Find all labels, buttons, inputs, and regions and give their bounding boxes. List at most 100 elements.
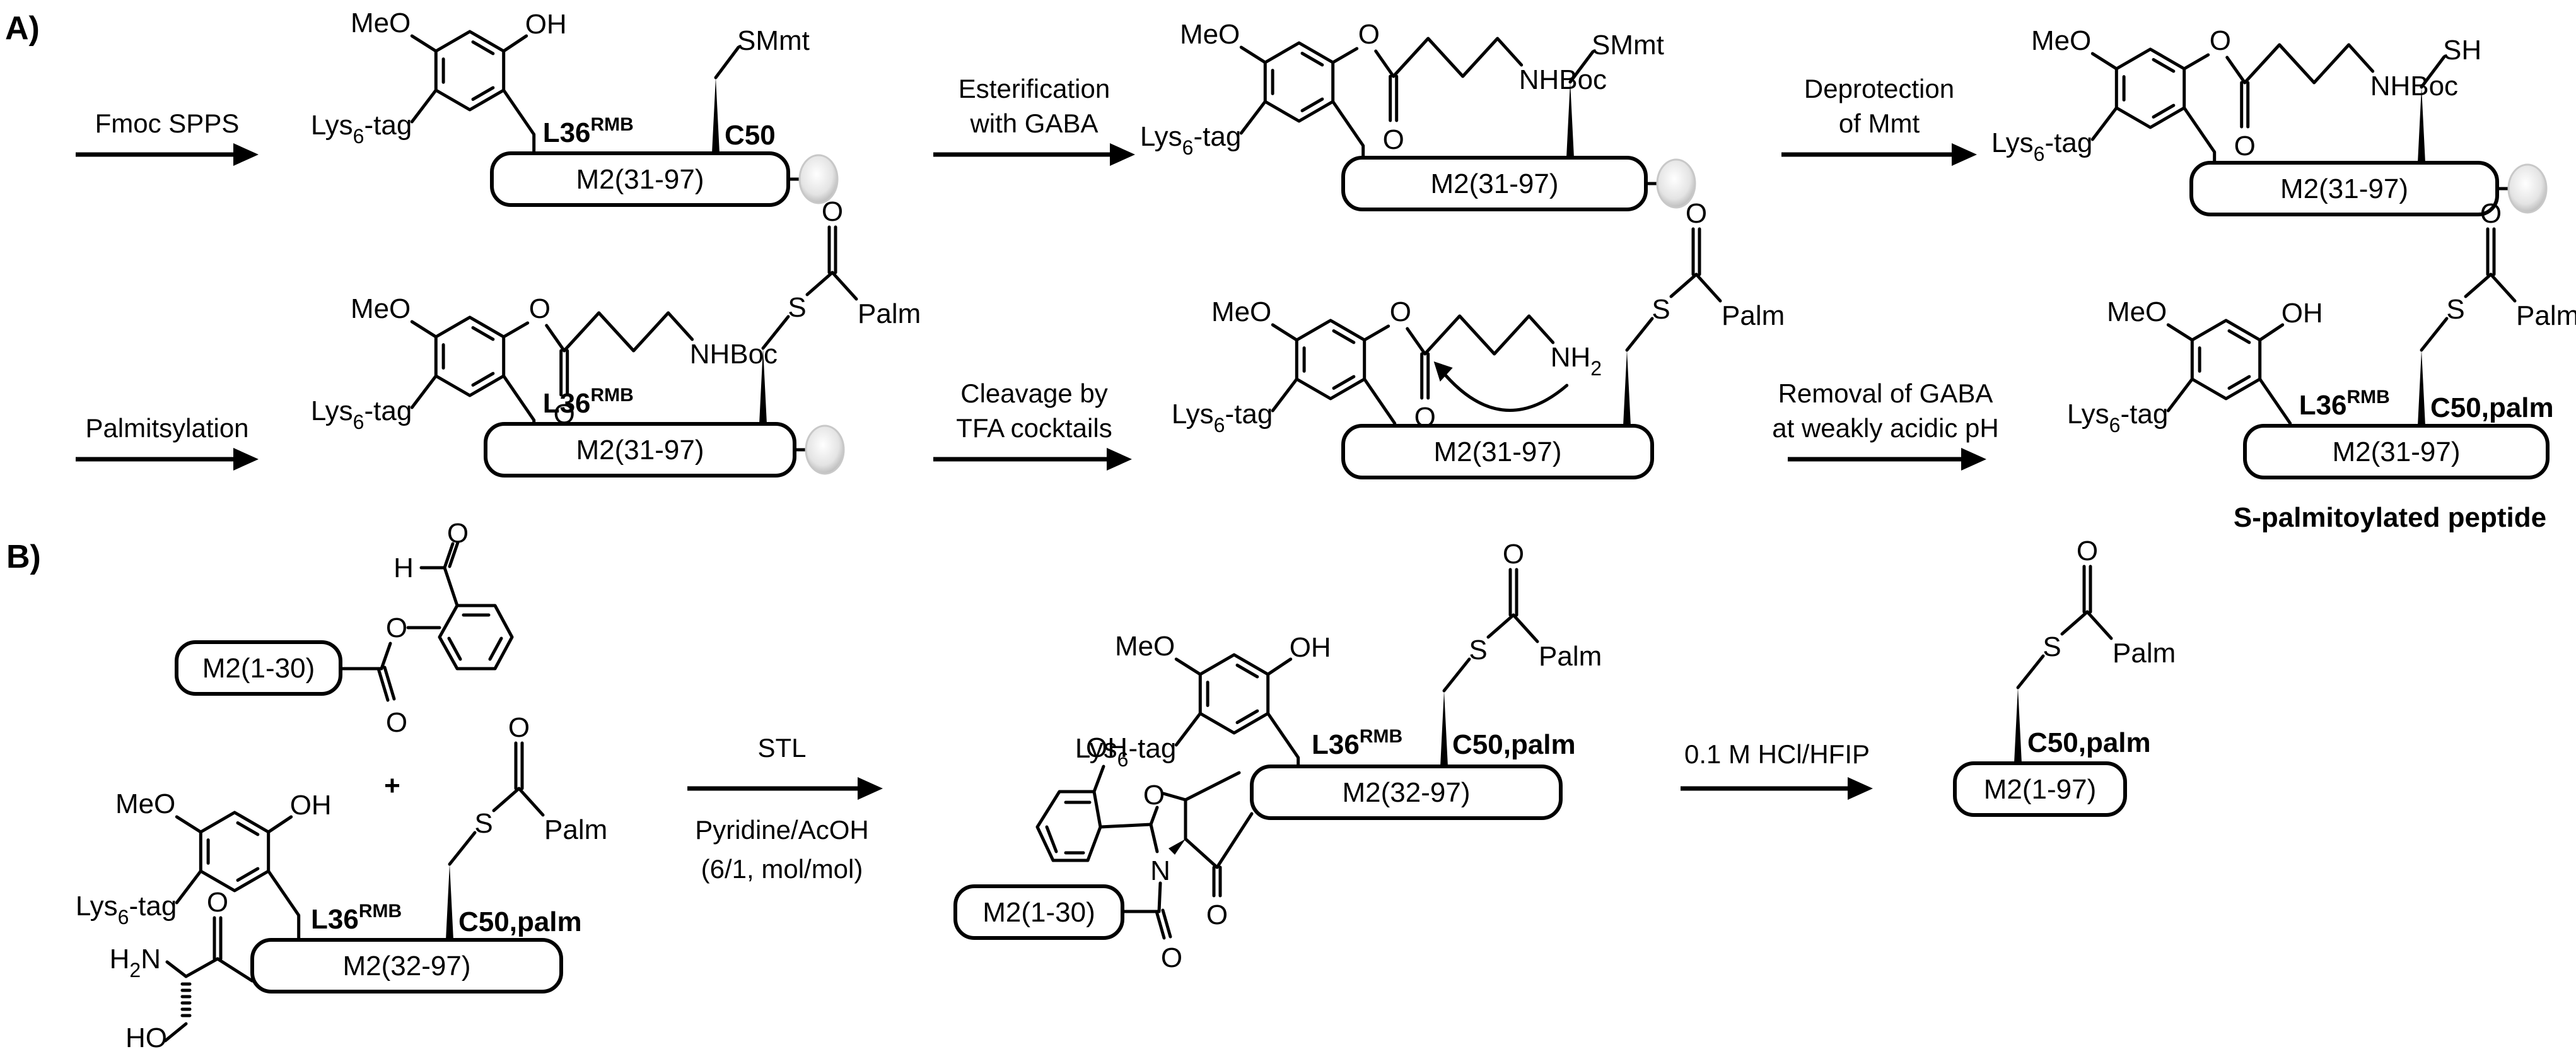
bond (545, 324, 566, 353)
thioester-oxygen-label: O (508, 712, 530, 743)
peptide-name: M2(31-97) (2280, 173, 2408, 204)
subscript: 2 (1590, 357, 1602, 380)
arrow-head (1107, 448, 1132, 471)
bond (2085, 610, 2113, 640)
text-part: -tag (2120, 399, 2168, 430)
resin-bead-icon (1656, 158, 1696, 209)
lys6-tag-label: Lys6-tag (1991, 127, 2092, 165)
double-bond (1300, 97, 1324, 112)
text-part: -tag (364, 110, 412, 141)
sulfur-label: S (788, 292, 806, 323)
double-bond (383, 665, 396, 701)
arrow-head (233, 448, 259, 471)
bond (1149, 823, 1159, 853)
bond (2090, 106, 2118, 141)
wedge-bond (1623, 350, 1631, 426)
carbonyl-oxygen-label: O (386, 707, 407, 738)
hydroxyl-label: OH (290, 790, 332, 821)
text-part: H (110, 944, 130, 975)
c50-label: C50,palm (458, 906, 582, 937)
lys6-tag-label: Lys6-tag (2067, 399, 2168, 437)
peptide-name: M2(31-97) (576, 164, 704, 195)
peptide-box: M2(31-97) (2189, 161, 2499, 216)
reaction-arrow (1788, 448, 1986, 471)
palmitoyl-label: Palm (1539, 641, 1602, 672)
benzene-ring (1295, 319, 1367, 401)
bond (2016, 654, 2045, 689)
bond (184, 957, 219, 978)
benzene-ring (434, 30, 506, 112)
peptide-box-outline (1250, 765, 1563, 820)
bond (1092, 765, 1105, 794)
text-part: L36 (543, 388, 591, 419)
subscript: 6 (2034, 143, 2045, 165)
text-part: -tag (1128, 733, 1176, 764)
bond (1184, 837, 1219, 869)
arrow-head (1848, 777, 1873, 800)
bond (714, 45, 740, 79)
peptide-name: M2(1-97) (1984, 774, 2097, 805)
subscript: 6 (353, 125, 364, 148)
text-part: -tag (1193, 121, 1241, 152)
bond (1215, 812, 1254, 869)
bond (2464, 273, 2493, 298)
bond (1442, 657, 1471, 693)
bond (410, 34, 438, 53)
bond (2420, 55, 2446, 89)
lys6-tag-label: Lys6-tag (1075, 733, 1176, 771)
palmitoyl-label: Palm (2516, 300, 2576, 331)
text-part: L36 (2299, 390, 2347, 421)
section-label-b: B) (6, 539, 41, 575)
reaction-arrow (76, 143, 259, 166)
lys6-tag-label: Lys6-tag (1140, 121, 1241, 159)
benzyl-bond (502, 88, 536, 155)
subscript: 6 (353, 411, 364, 433)
text-part: NH (1551, 342, 1591, 373)
aldehyde-oxygen-label: O (447, 518, 469, 549)
ester-oxygen-label: O (1358, 19, 1380, 50)
reaction-arrow (1681, 777, 1873, 800)
ester-oxygen-label: O (529, 293, 551, 324)
bond (1406, 327, 1427, 356)
lys6-tag-label: Lys6-tag (1172, 399, 1273, 437)
resin-bead (2495, 163, 2548, 214)
superscript: RMB (1360, 726, 1402, 747)
bond (761, 315, 790, 350)
thioester-oxygen-label: O (2480, 198, 2502, 229)
bond (2225, 56, 2247, 85)
double-bond (471, 372, 495, 387)
text-part: -tag (2044, 127, 2092, 158)
text-part: Lys (1991, 127, 2034, 158)
gaba-chain (1423, 314, 1555, 356)
subscript: 6 (1182, 136, 1194, 159)
benzene-ring (2190, 319, 2262, 401)
benzene-ring (2114, 47, 2186, 129)
double-bond (376, 667, 390, 702)
peptide-box: M2(1-30) (953, 884, 1124, 940)
methoxy-label: MeO (2031, 25, 2091, 56)
reaction-condition: 0.1 M HCl/HFIP (1684, 739, 1870, 769)
double-bond (443, 542, 455, 570)
palmitoyl-label: Palm (1722, 300, 1785, 331)
bond (1239, 45, 1267, 64)
bond (1184, 771, 1241, 802)
text-part: Lys (1075, 733, 1117, 764)
phenol-hydroxyl-label: OH (1086, 732, 1128, 763)
reaction-step-1: Fmoc SPPS (76, 108, 259, 166)
benzyl-bond (2183, 106, 2217, 165)
double-bond (1045, 825, 1058, 853)
benzene-ring (199, 811, 271, 893)
methoxy-label: MeO (115, 788, 175, 819)
sulfur-label: S (2043, 631, 2061, 662)
reaction-arrow (933, 143, 1135, 166)
wedge-bond (759, 348, 767, 424)
peptide-box-outline (250, 938, 563, 993)
benzyl-bond (1363, 377, 1397, 428)
arrow-head (1110, 143, 1135, 166)
double-bond (488, 636, 503, 661)
arrow-head (1961, 448, 1986, 471)
thioester-oxygen-label: O (2077, 536, 2098, 566)
smmt-label: SMmt (1592, 30, 1664, 61)
